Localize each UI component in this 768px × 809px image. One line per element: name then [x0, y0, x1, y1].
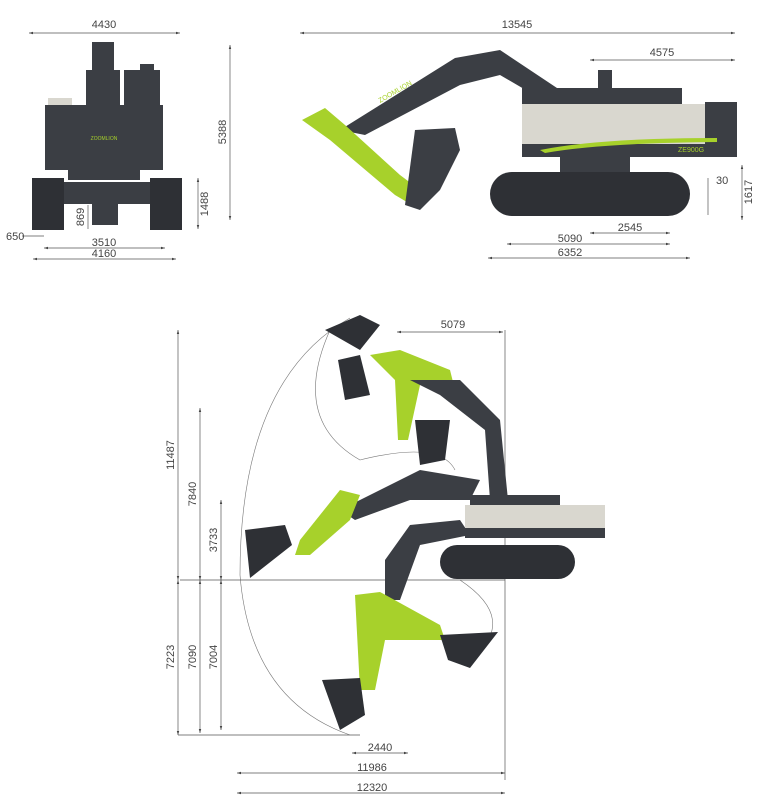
working-range-view: 5079 11487 7840 3733 7223 7090 7004 2440…: [165, 315, 605, 795]
dim-max-digging-depth: 7223: [165, 645, 177, 669]
dim-overall-width: 4430: [92, 19, 116, 31]
dim-max-reach-ground: 11986: [357, 762, 387, 774]
dim-tail-swing-height: 30: [716, 175, 728, 187]
working-range-machines: [245, 315, 605, 730]
rear-view: ZOOMLION 4430 1488 869 650 3510 4160: [6, 19, 211, 261]
dim-center-to-rear: 2545: [618, 222, 642, 234]
dim-track-height: 1488: [199, 192, 211, 216]
dim-shoe-width: 650: [6, 231, 24, 243]
dim-level-bottom-length: 2440: [368, 742, 392, 754]
dim-max-reach: 12320: [357, 782, 388, 794]
dim-ground-clearance: 869: [75, 208, 87, 226]
dim-max-cutting-height: 11487: [165, 440, 177, 470]
dim-max-dump-height: 7840: [187, 482, 199, 506]
dim-transport-length: 13545: [502, 19, 533, 31]
dim-track-length: 6352: [558, 247, 582, 259]
dim-track-gauge: 3510: [92, 237, 116, 249]
side-model-label: ZE900G: [678, 147, 704, 154]
dim-max-depth-level: 7004: [208, 645, 220, 669]
dim-undercarriage-width: 4160: [92, 248, 116, 260]
reach-envelope-outer: [239, 317, 351, 736]
side-view: ZE900G ZOOMLION 13545 5388 4575 30 1617 …: [217, 19, 755, 260]
dim-min-swing-radius: 5079: [441, 319, 465, 331]
dim-max-depth-8ft-level: 7090: [187, 645, 199, 669]
rear-view-machine: ZOOMLION: [32, 42, 182, 230]
rear-logo: ZOOMLION: [91, 136, 118, 142]
dim-counterweight-clearance: 1617: [743, 180, 755, 204]
dim-max-vertical-wall: 3733: [208, 528, 220, 552]
side-view-machine: ZE900G ZOOMLION: [302, 50, 737, 216]
dim-transport-height: 5388: [217, 120, 229, 144]
dim-tail-length: 4575: [650, 47, 674, 59]
dim-tumbler-distance: 5090: [558, 233, 582, 245]
